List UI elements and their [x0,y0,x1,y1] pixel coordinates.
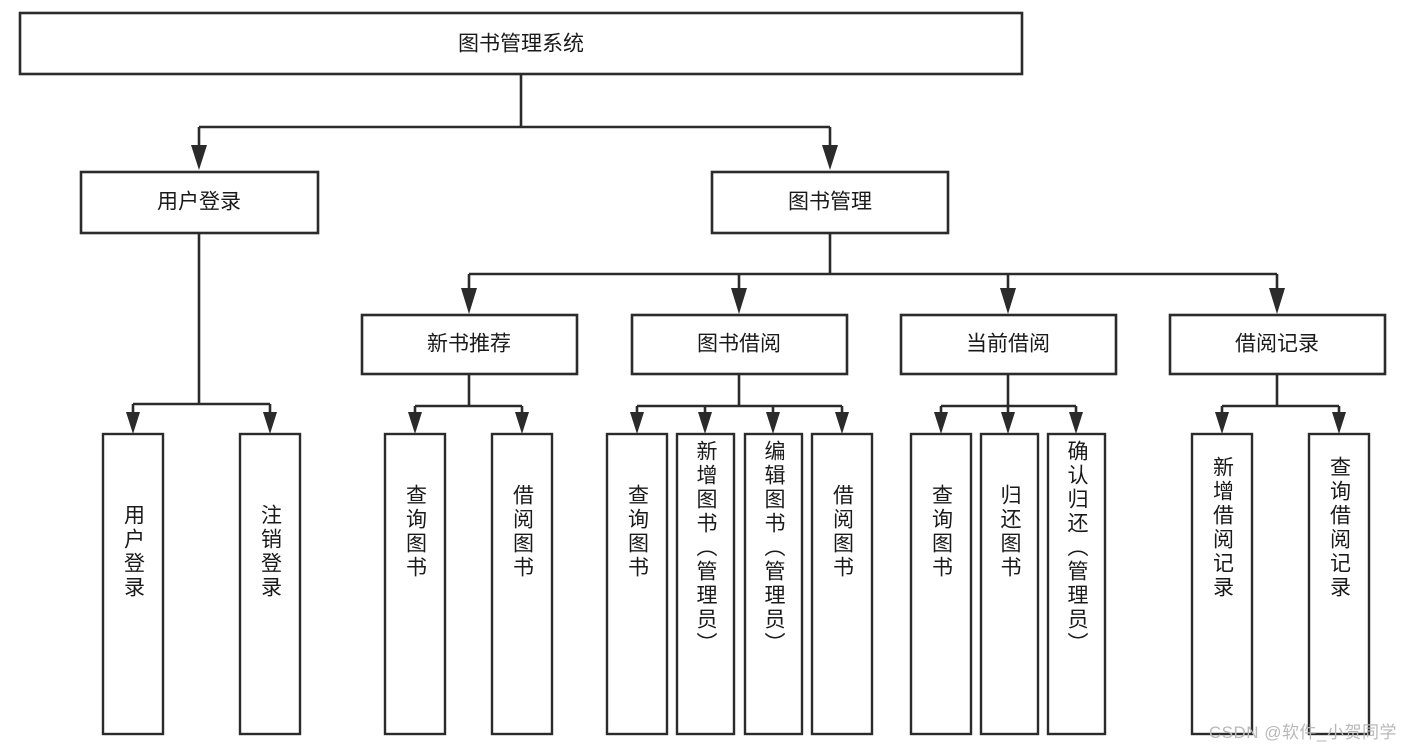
connector-group-book-borrow [630,374,849,434]
node-current-borrow-label: 当前借阅 [966,333,1050,356]
arrowhead-new-book [461,288,477,314]
arrowhead-cb-leaf-1 [934,412,948,434]
node-root-label: 图书管理系统 [458,33,584,56]
arrowhead-leaf-logout [263,412,277,434]
node-book-manage[interactable] [710,170,950,235]
node-book-manage-label: 图书管理 [788,191,872,214]
arrowhead-cb-leaf-3 [1069,412,1083,434]
arrowhead-borrow-record [1269,288,1285,314]
leaf-box-new-book-recommend-1[interactable] [490,432,554,736]
arrowhead-cb-leaf-2 [1001,412,1015,434]
leaf-box-book-borrow-0[interactable] [605,432,669,736]
leaf-box-book-borrow-1[interactable] [675,432,736,736]
leaf-box-user-login-1[interactable] [238,432,302,736]
connector-group-borrow-record [1215,374,1346,434]
node-new-book-recommend-label: 新书推荐 [427,333,511,356]
node-borrow-record[interactable] [1168,313,1387,376]
arrowhead-user-login [191,145,207,170]
arrowhead-nbr-leaf-1 [408,412,422,434]
node-user-login[interactable] [79,170,320,235]
leaf-box-current-borrow-0[interactable] [909,432,973,736]
arrowhead-book-borrow [731,288,747,314]
arrowhead-bb-leaf-3 [766,412,780,434]
connector-group-current-borrow [934,374,1083,434]
arrowhead-br-leaf-2 [1332,412,1346,434]
csdn-watermark: CSDN @软件_小贺同学 [1208,723,1397,742]
leaf-box-borrow-record-0[interactable] [1190,432,1254,736]
arrowhead-bb-leaf-1 [630,412,644,434]
arrowhead-bb-leaf-2 [698,412,712,434]
arrowhead-book-manage [822,145,838,170]
leaf-box-current-borrow-1[interactable] [979,432,1040,736]
leaf-box-borrow-record-1[interactable] [1307,432,1371,736]
connector-group-book-manage [461,233,1285,314]
node-book-borrow[interactable] [630,313,849,376]
leaf-box-book-borrow-2[interactable] [743,432,804,736]
connector-group-user-login [126,233,277,434]
leaf-box-book-borrow-3[interactable] [810,432,874,736]
arrowhead-current-borrow [1000,288,1016,314]
arrowhead-br-leaf-1 [1215,412,1229,434]
connector-group-root [191,74,838,170]
node-borrow-record-label: 借阅记录 [1235,333,1319,356]
arrowhead-nbr-leaf-2 [515,412,529,434]
arrowhead-leaf-user-login [126,412,140,434]
leaf-box-current-borrow-2[interactable] [1046,432,1107,736]
leaf-box-user-login-0[interactable] [101,432,165,736]
node-new-book-recommend[interactable] [360,313,579,376]
node-user-login-label: 用户登录 [157,191,241,214]
node-book-borrow-label: 图书借阅 [697,333,781,356]
arrowhead-bb-leaf-4 [835,412,849,434]
node-root[interactable] [18,11,1024,76]
node-current-borrow[interactable] [899,313,1118,376]
leaf-box-new-book-recommend-0[interactable] [383,432,447,736]
connector-group-new-book-recommend [408,374,529,434]
